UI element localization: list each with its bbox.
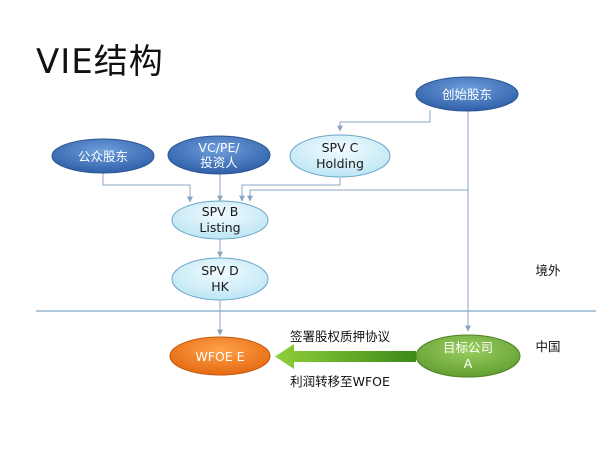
connector-founder-spvb (247, 189, 468, 202)
node-target-company: 目标公司 A (415, 334, 521, 378)
node-spvb-label-line2: Listing (199, 220, 240, 235)
connector-founder-spvc (337, 110, 431, 132)
node-spv-d-hk: SPV D HK (171, 257, 269, 301)
connectors (102, 110, 471, 336)
profit-transfer-arrow (275, 344, 416, 369)
node-spv-c-holding: SPV C Holding (289, 134, 391, 178)
node-vcpe-label-line2: 投资人 (200, 155, 238, 170)
node-spvc-label-line2: Holding (316, 156, 364, 171)
node-spv-b-listing: SPV B Listing (171, 200, 269, 240)
node-founder-shareholders: 创始股东 (415, 76, 519, 112)
connector-spvc-spvb (239, 178, 341, 202)
node-spvb-label-line1: SPV B (202, 204, 239, 219)
profit-transfer-label: 利润转移至WFOE (290, 374, 390, 389)
node-spvd-label-line2: HK (211, 279, 229, 294)
node-vcpe-label-line1: VC/PE/ (198, 140, 240, 155)
node-public-label: 公众股东 (78, 149, 128, 164)
node-spvc-label-line1: SPV C (322, 140, 359, 155)
agreement-label: 签署股权质押协议 (290, 329, 391, 344)
node-vcpe-investors: VC/PE/ 投资人 (167, 135, 271, 175)
node-founder-label: 创始股东 (442, 87, 492, 102)
node-public-shareholders: 公众股东 (51, 138, 155, 174)
node-target-label-line2: A (464, 356, 473, 371)
node-spvd-label-line1: SPV D (201, 263, 239, 278)
node-wfoe-label: WFOE E (195, 349, 244, 364)
connector-public-spvb (102, 172, 193, 203)
region-offshore-label: 境外 (535, 263, 561, 278)
node-target-label-line1: 目标公司 (443, 340, 493, 355)
page-title: VIE结构 (36, 42, 164, 82)
region-china-label: 中国 (535, 339, 560, 354)
node-wfoe-e: WFOE E (169, 336, 271, 376)
